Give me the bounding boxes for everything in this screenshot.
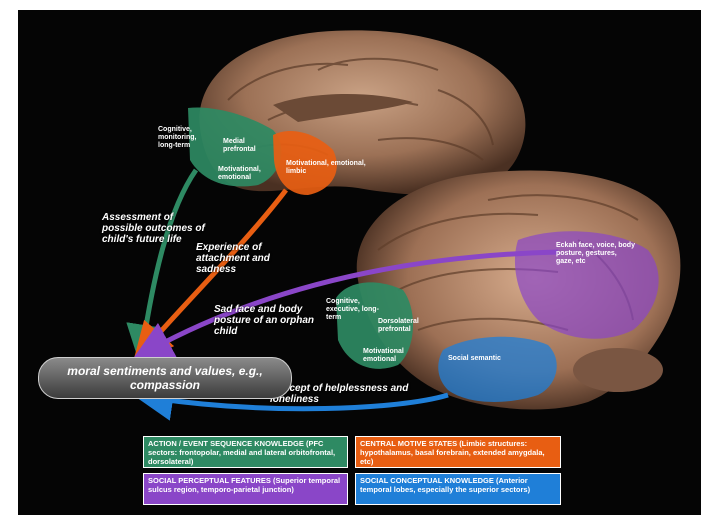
label-limbic: Motivational, emotional, limbic bbox=[286, 160, 371, 176]
label-frontal-motivational: Motivational emotional bbox=[363, 348, 418, 364]
legend-perceptual: SOCIAL PERCEPTUAL FEATURES (Superior tem… bbox=[143, 473, 348, 505]
label-sad-face: Sad face and body posture of an orphan c… bbox=[214, 304, 332, 337]
label-social-semantic: Social semantic bbox=[448, 355, 548, 363]
label-face-voice: Eckah face, voice, body posture, gesture… bbox=[556, 242, 636, 266]
legend-conceptual-title: SOCIAL CONCEPTUAL KNOWLEDGE bbox=[360, 476, 494, 485]
label-cognitive-lateral: Cognitive, executive, long-term bbox=[326, 298, 381, 322]
label-dorsolateral: Dorsolateral prefrontal bbox=[378, 318, 438, 334]
diagram-panel: Cognitive, monitoring, long-term Medial … bbox=[18, 10, 701, 515]
legend-motive-title: CENTRAL MOTIVE STATES bbox=[360, 439, 457, 448]
label-medial-prefrontal: Medial prefrontal bbox=[223, 138, 273, 154]
legend-action: ACTION / EVENT SEQUENCE KNOWLEDGE (PFC s… bbox=[143, 436, 348, 468]
label-experience: Experience of attachment and sadness bbox=[196, 242, 296, 275]
label-assessment: Assessment of possible outcomes of child… bbox=[102, 212, 207, 245]
legend-perceptual-title: SOCIAL PERCEPTUAL FEATURES bbox=[148, 476, 271, 485]
label-motivational: Motivational, emotional bbox=[218, 166, 270, 182]
legend-motive: CENTRAL MOTIVE STATES (Limbic structures… bbox=[355, 436, 561, 468]
moral-sentiments-text: moral sentiments and values, e.g., compa… bbox=[55, 364, 275, 392]
legend-conceptual: SOCIAL CONCEPTUAL KNOWLEDGE (Anterior te… bbox=[355, 473, 561, 505]
moral-sentiments-node: moral sentiments and values, e.g., compa… bbox=[38, 357, 292, 399]
label-concept: Concept of helplessness and loneliness bbox=[270, 383, 415, 405]
temporal-region bbox=[438, 337, 556, 402]
label-cognitive-monitoring: Cognitive, monitoring, long-term bbox=[158, 126, 203, 150]
legend-action-title: ACTION / EVENT SEQUENCE KNOWLEDGE bbox=[148, 439, 304, 448]
